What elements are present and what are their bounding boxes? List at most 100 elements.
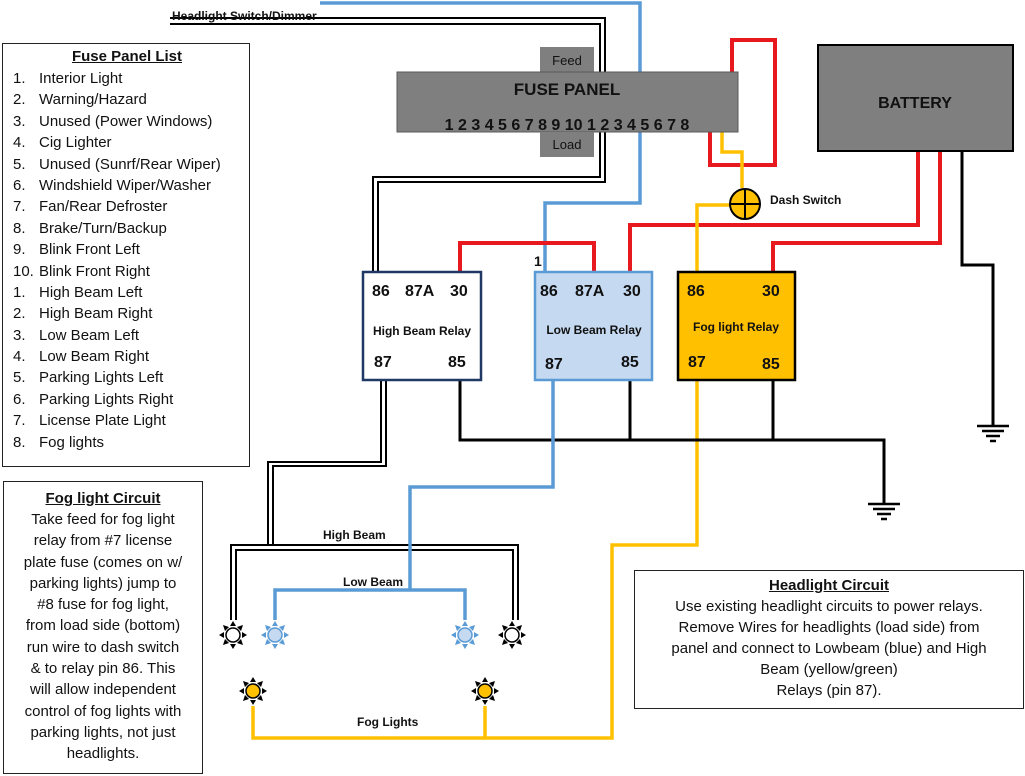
fuse-list-item: 3. Low Beam Left	[13, 325, 241, 346]
fuse-panel-load-label: Load	[553, 137, 582, 152]
fuse-list-item: 6.Parking Lights Right	[13, 389, 241, 410]
fuse-list-item-label: Blink Front Left	[39, 241, 140, 259]
fog-circuit-line: #8 fuse for fog light,	[37, 596, 169, 614]
fog-circuit-line: Take feed for fog light	[31, 511, 175, 528]
low-beam-left-bulb-icon	[260, 620, 290, 650]
fog-light-left-bulb-icon	[238, 676, 268, 706]
high-relay-pin-87: 87	[374, 354, 392, 371]
low-beam-label: Low Beam	[343, 575, 403, 589]
fog-circuit-line: parking lights) jump to	[29, 574, 177, 592]
fog-circuit-line: control of fog lights with	[24, 702, 182, 720]
low-relay-pin-86: 86	[540, 283, 558, 300]
fuse-list-item-number: 2.	[13, 91, 26, 109]
fuse-list-item-number: 1.	[13, 283, 26, 301]
fog-circuit-line: run wire to dash switch	[26, 638, 180, 656]
yellow-fog-wires	[251, 130, 744, 740]
dash-switch-label: Dash Switch	[770, 193, 841, 207]
low-beam-feed-wire	[320, 1, 642, 272]
high-beam-right-bulb-icon	[497, 620, 527, 650]
headlight-circuit-line: Remove Wires for headlights (load side) …	[678, 619, 980, 636]
fog-light-circuit-title: Fog light Circuit	[45, 490, 161, 507]
fog-circuit-line: headlights.	[66, 745, 140, 763]
fog-light-right-bulb-icon	[470, 676, 500, 706]
fuse-panel-feed-label: Feed	[552, 53, 582, 68]
red-power-wires	[458, 38, 942, 272]
fuse-panel-title: FUSE PANEL	[514, 80, 620, 99]
headlight-circuit-text: Use existing headlight circuits to power…	[643, 596, 1015, 701]
fuse-list-item: 8. Fog lights	[13, 432, 241, 453]
fuse-list-item: 1. High Beam Left	[13, 282, 241, 303]
fuse-list-item-label: High Beam Right	[39, 305, 153, 323]
fuse-list-item-label: License Plate Light	[39, 412, 166, 430]
low-beam-right-bulb-icon	[450, 620, 480, 650]
headlight-circuit-line: Beam (yellow/green)	[760, 661, 898, 678]
headlight-circuit-line: Relays (pin 87).	[776, 682, 882, 699]
fuse-list-item: 4.Cig Lighter	[13, 132, 241, 153]
fuse-list-item: 4. Low Beam Right	[13, 346, 241, 367]
fuse-list-item-number: 5.	[13, 369, 26, 387]
fuse-panel: Feed FUSE PANEL 1 2 3 4 5 6 7 8 9 10 1 2…	[396, 47, 739, 157]
fuse-list-item-label: Cig Lighter	[39, 134, 112, 152]
fuse-list-item: 7. Fan/Rear Defroster	[13, 196, 241, 217]
fog-circuit-line: & to relay pin 86. This	[30, 660, 176, 678]
high-relay-name: High Beam Relay	[373, 324, 471, 338]
high-beam-relay: 86 87A 30 High Beam Relay 87 85	[361, 270, 483, 382]
fuse-list-item: 10.Blink Front Right	[13, 261, 241, 282]
fuse-list-item: 2. High Beam Right	[13, 303, 241, 324]
fuse-list-item-number: 10.	[13, 262, 34, 280]
fuse-list-item-number: 3.	[13, 326, 26, 344]
fuse-list-item: 6.Windshield Wiper/Washer	[13, 175, 241, 196]
fuse-list-item-label: Windshield Wiper/Washer	[39, 176, 211, 194]
fog-relay-pin-85: 85	[762, 356, 780, 373]
fog-relay-pin-86: 86	[687, 283, 705, 300]
wire-marker-1: 1	[534, 253, 542, 269]
high-beam-left-bulb-icon	[218, 620, 248, 650]
high-relay-pin-30: 30	[450, 283, 468, 300]
fuse-list-item-label: Low Beam Right	[39, 348, 150, 366]
high-relay-pin-87a: 87A	[405, 283, 435, 300]
fuse-list-item: 5.Unused (Sunrf/Rear Wiper)	[13, 154, 241, 175]
fog-light-circuit-note: Fog light Circuit Take feed for fog ligh…	[3, 481, 203, 774]
battery: BATTERY	[817, 44, 1014, 152]
fuse-list-item-label: Unused (Power Windows)	[39, 112, 213, 130]
fuse-list-item-number: 8.	[13, 219, 26, 237]
fuse-panel-list-title: Fuse Panel List	[71, 48, 183, 65]
fuse-list-item-number: 8.	[13, 433, 26, 451]
fog-relay-pin-87: 87	[688, 354, 706, 371]
low-relay-pin-87a: 87A	[575, 283, 605, 300]
ground-symbol-battery	[975, 416, 1011, 443]
fog-circuit-line: from load side (bottom)	[25, 617, 181, 635]
fuse-list-item-number: 7.	[13, 198, 26, 216]
fuse-list-item: 5. Parking Lights Left	[13, 367, 241, 388]
high-beam-label: High Beam	[323, 528, 386, 542]
fuse-list-item-number: 7.	[13, 412, 26, 430]
fuse-list-item-number: 9.	[13, 241, 26, 259]
fuse-list-item-number: 4.	[13, 348, 26, 366]
fuse-list-item-label: Parking Lights Left	[39, 369, 164, 387]
ground-symbol-relays	[866, 494, 902, 521]
low-relay-pin-30: 30	[623, 283, 641, 300]
fuse-list-item-label: Interior Light	[39, 70, 123, 87]
fuse-list-item-label: Low Beam Left	[39, 326, 140, 344]
high-relay-pin-85: 85	[448, 354, 466, 371]
fuse-list-item: 9. Blink Front Left	[13, 239, 241, 260]
fuse-list-item-label: High Beam Left	[39, 283, 143, 301]
headlight-circuit-note: Headlight Circuit Use existing headlight…	[634, 570, 1024, 709]
headlight-circuit-line: Use existing headlight circuits to power…	[675, 598, 983, 615]
fuse-list-item-label: Fog lights	[39, 433, 105, 451]
fuse-list-item-number: 1.	[13, 70, 26, 87]
fuse-list-item: 8.Brake/Turn/Backup	[13, 218, 241, 239]
dash-switch	[729, 188, 761, 220]
fog-relay-name: Fog light Relay	[693, 320, 779, 334]
low-beam-wires	[273, 380, 555, 620]
fuse-list-item-number: 3.	[13, 112, 26, 130]
headlight-switch-wire	[170, 17, 606, 272]
fuse-list-item-number: 2.	[13, 305, 26, 323]
fuse-list-item-label: Warning/Hazard	[39, 91, 147, 109]
ground-wires	[458, 150, 995, 496]
fuse-list-item: 2. Warning/Hazard	[13, 89, 241, 110]
headlight-circuit-line: panel and connect to Lowbeam (blue) and …	[671, 640, 987, 657]
high-relay-pin-86: 86	[372, 283, 390, 300]
fuse-list-item-label: Fan/Rear Defroster	[39, 198, 168, 216]
